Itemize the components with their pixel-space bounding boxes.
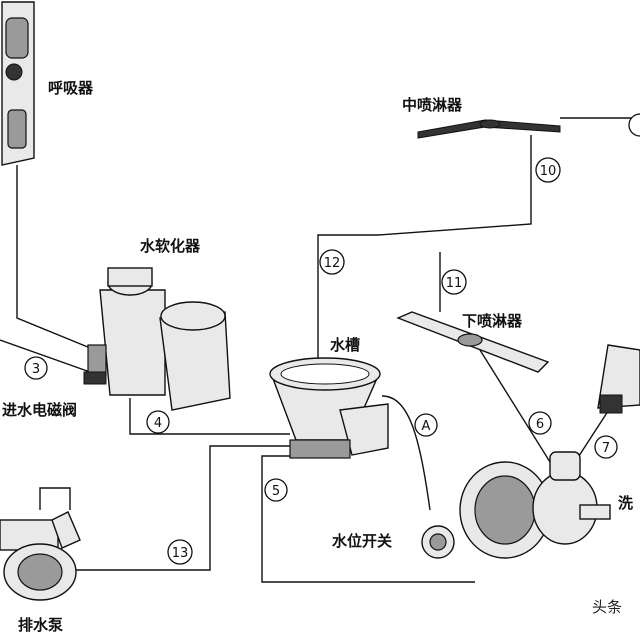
breather-lower-chamber xyxy=(7,109,27,149)
wash-pump-inlet xyxy=(579,504,611,520)
flow-marker-4: 4 xyxy=(146,410,170,434)
level-switch-label: 水位开关 xyxy=(332,532,392,550)
flow-marker-6: 6 xyxy=(528,411,552,435)
drain-pump-outlet xyxy=(51,511,81,549)
lower-sprayer: 下喷淋器 xyxy=(396,311,550,373)
wash-pump-label: 洗 xyxy=(618,494,633,512)
flow-marker-5: 5 xyxy=(264,478,288,502)
watermark-text: 头条 xyxy=(592,598,622,616)
breather-label: 呼吸器 xyxy=(48,79,94,97)
flow-marker-7: 7 xyxy=(594,435,618,459)
wash-pump: 洗 xyxy=(459,451,633,559)
svg-text:10: 10 xyxy=(540,164,557,179)
pipe-drain-outlet xyxy=(39,487,71,510)
drain-pump: 排水泵 xyxy=(0,511,81,634)
drain-pump-label: 排水泵 xyxy=(18,616,63,634)
upper-sprayer-label: 中喷淋器 xyxy=(402,96,463,114)
softener-fitting xyxy=(87,344,107,376)
flow-marker-partial xyxy=(628,113,640,137)
flow-marker-A: A xyxy=(414,413,438,437)
svg-text:11: 11 xyxy=(446,276,463,291)
svg-text:4: 4 xyxy=(154,416,162,431)
tank-bottom xyxy=(289,439,351,459)
tank-label: 水槽 xyxy=(330,336,360,354)
pipe-tank-to-drain-13 xyxy=(75,445,292,571)
upper-sprayer: 中喷淋器 xyxy=(402,96,561,139)
wash-pump-outlet xyxy=(549,451,581,481)
inlet-valve-label: 进水电磁阀 xyxy=(2,401,77,419)
softener-neck xyxy=(107,267,153,287)
flow-marker-11: 11 xyxy=(441,269,467,295)
pipe-upper-10 xyxy=(377,135,532,236)
softener-label: 水软化器 xyxy=(140,237,201,255)
upper-sprayer-hub xyxy=(479,119,501,129)
svg-text:A: A xyxy=(422,419,431,434)
flow-lines xyxy=(0,117,640,583)
lower-sprayer-label: 下喷淋器 xyxy=(462,312,523,330)
breather-chamber xyxy=(5,17,29,59)
softener-tank-top xyxy=(160,301,226,331)
upper-sprayer-arm xyxy=(417,119,561,139)
lower-sprayer-hub xyxy=(457,333,483,347)
pipe-tank-to-washpump-5 xyxy=(261,455,475,583)
pipe-return-12 xyxy=(317,234,378,392)
level-switch-center xyxy=(429,533,447,551)
water-softener: 水软化器 进水电磁阀 xyxy=(2,237,231,419)
breather: 呼吸器 xyxy=(1,1,94,166)
tank-opening xyxy=(280,363,370,385)
pipe-washpump-to-right-7 xyxy=(574,404,613,463)
svg-text:13: 13 xyxy=(172,546,189,561)
svg-text:12: 12 xyxy=(324,256,341,271)
flow-marker-12: 12 xyxy=(319,249,345,275)
pipe-tank-to-level-switch-A xyxy=(381,395,431,511)
pipe-inlet-3 xyxy=(0,339,91,373)
pipe-washpump-to-lower-6 xyxy=(474,341,556,471)
breather-port xyxy=(5,63,23,81)
svg-text:3: 3 xyxy=(32,362,40,377)
level-switch: 水位开关 xyxy=(332,525,455,559)
svg-text:5: 5 xyxy=(272,484,280,499)
softener-body xyxy=(99,289,166,396)
right-valve-body xyxy=(597,344,640,409)
svg-text:7: 7 xyxy=(602,441,610,456)
flow-marker-10: 10 xyxy=(535,157,561,183)
watermark: 头条 xyxy=(592,598,622,616)
right-valve xyxy=(597,344,640,414)
drain-pump-face xyxy=(17,553,63,591)
pipe-softener-to-tank-4 xyxy=(129,398,290,435)
water-tank: 水槽 xyxy=(269,336,389,459)
pipe-breather-to-softener xyxy=(16,165,101,353)
flow-marker-13: 13 xyxy=(167,539,193,565)
svg-text:6: 6 xyxy=(536,417,544,432)
right-valve-connector xyxy=(599,394,623,414)
flow-marker-3: 3 xyxy=(24,356,48,380)
inlet-valve-block xyxy=(83,371,107,385)
wash-pump-motor-face xyxy=(474,475,536,545)
